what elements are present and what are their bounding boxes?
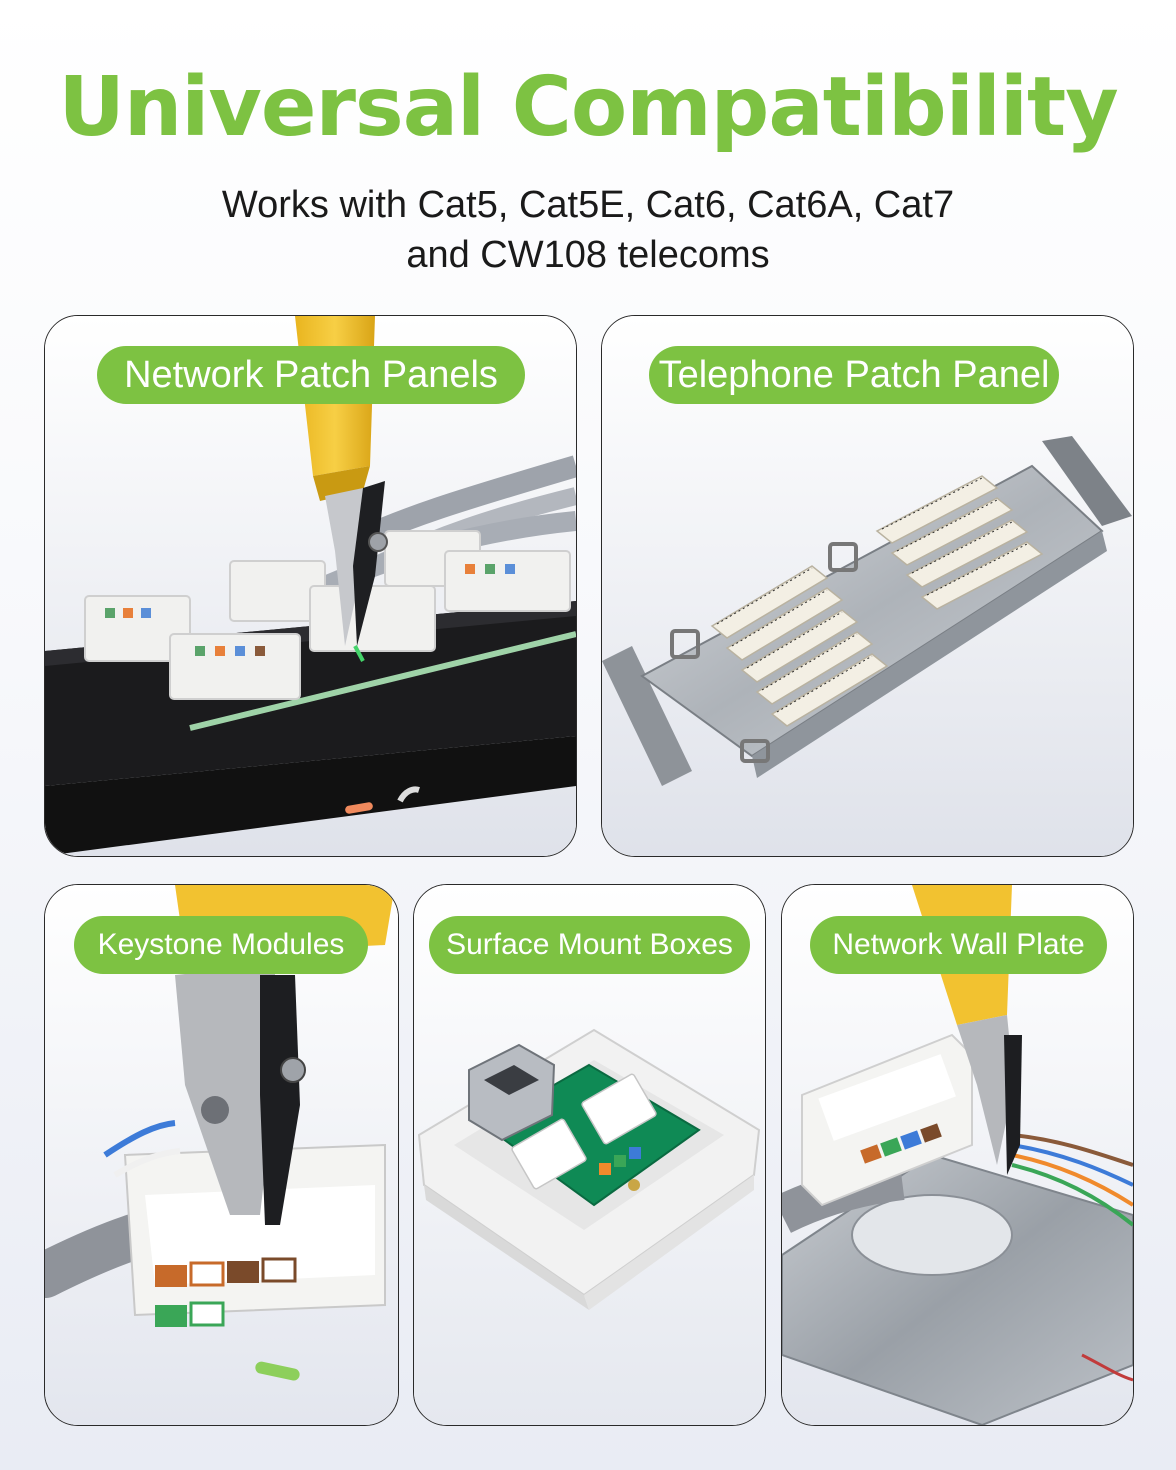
label-pill-network-patch-panels: Network Patch Panels [97, 346, 525, 404]
card-telephone-patch-panel: Telephone Patch Panel [601, 315, 1134, 857]
label-pill-keystone-modules: Keystone Modules [74, 916, 368, 974]
page-subtitle-line-2: and CW108 telecoms [406, 234, 770, 276]
card-surface-mount-boxes: Surface Mount Boxes [413, 884, 766, 1426]
page-subtitle-line-1: Works with Cat5, Cat5E, Cat6, Cat6A, Cat… [221, 184, 955, 226]
telephone-patch-panel-illustration [602, 316, 1133, 856]
card-keystone-modules: Keystone Modules [44, 884, 399, 1426]
page-title: Universal Compatibility [58, 60, 1118, 155]
label-pill-surface-mount-boxes: Surface Mount Boxes [429, 916, 750, 974]
network-wall-plate-illustration [782, 885, 1133, 1425]
label-pill-network-wall-plate: Network Wall Plate [810, 916, 1107, 974]
label-pill-telephone-patch-panel: Telephone Patch Panel [649, 346, 1059, 404]
card-network-patch-panels: Network Patch Panels [44, 315, 577, 857]
card-network-wall-plate: Network Wall Plate [781, 884, 1134, 1426]
network-patch-panel-illustration [45, 316, 576, 856]
surface-mount-box-illustration [414, 885, 765, 1425]
